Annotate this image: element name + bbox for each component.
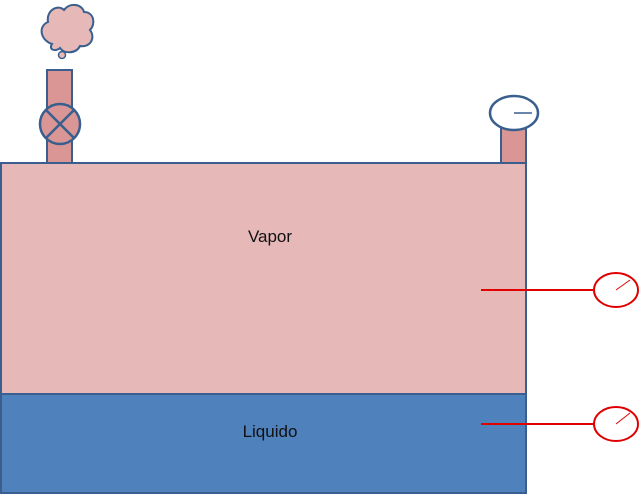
temperature-gauge-icon (593, 272, 639, 308)
liquid-zone (0, 393, 527, 494)
valve-icon (38, 102, 82, 146)
vapor-sensor (481, 272, 639, 308)
liquid-sensor (481, 406, 639, 442)
temperature-gauge-icon (593, 406, 639, 442)
vapor-label: Vapor (248, 227, 292, 246)
vapor-zone (0, 162, 527, 395)
steam-cloud-icon (40, 4, 95, 60)
gauge-pipe (500, 127, 527, 164)
liquid-label: Liquido (243, 422, 298, 441)
pressure-gauge-icon (488, 94, 540, 132)
